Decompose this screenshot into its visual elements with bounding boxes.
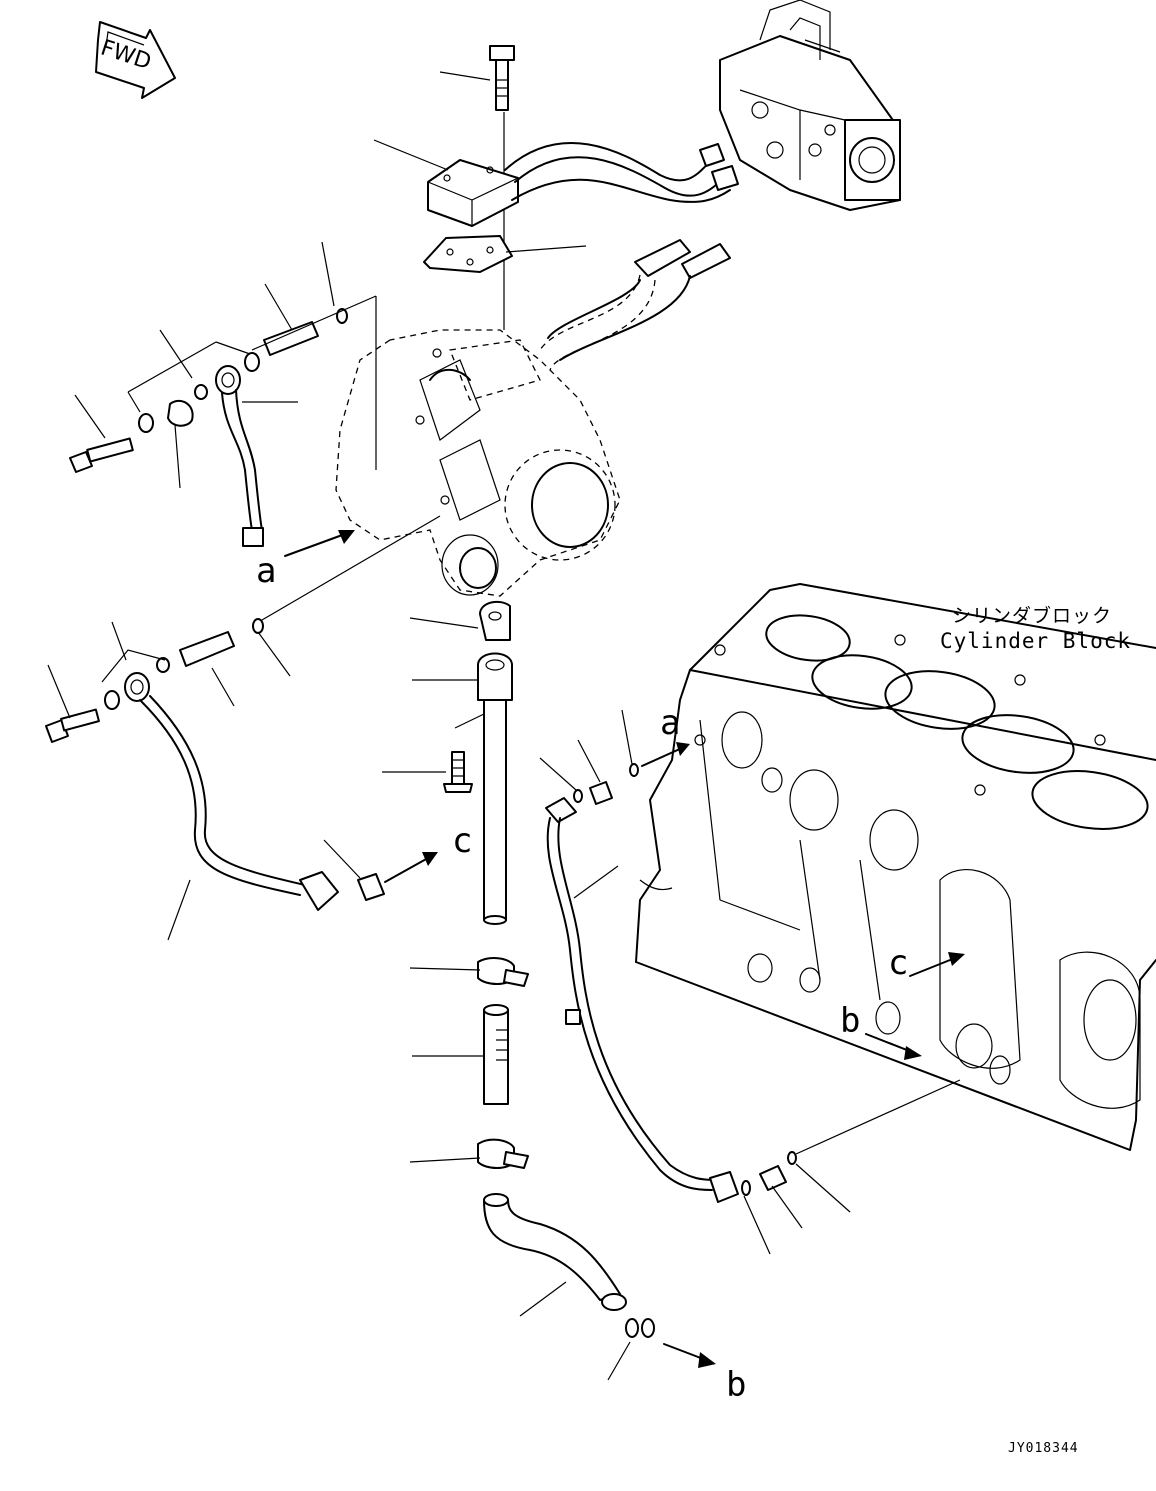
right-oil-tube — [545, 797, 739, 1203]
lower-clamp-hose — [409, 957, 655, 1381]
fwd-label: FWD — [98, 36, 155, 76]
right-fittings-upper — [539, 709, 690, 805]
cylinder-block-label-ja: シリンダブロック — [952, 604, 1112, 627]
fitting-to-c — [323, 839, 438, 901]
marker-b-bottom: b — [726, 1365, 746, 1405]
cylinder-block-label-en: Cylinder Block — [940, 629, 1131, 653]
right-fittings-lower — [741, 1079, 961, 1255]
arrow-b-bottom — [663, 1343, 716, 1368]
marker-b-right: b — [840, 1001, 860, 1041]
marker-a-left: a — [256, 551, 276, 591]
sensor-harness — [539, 239, 731, 371]
engine-front-housing — [335, 329, 621, 597]
drawing-code: JY018344 — [1008, 1441, 1079, 1456]
leader-lines-top — [373, 71, 587, 253]
marker-c-right: c — [888, 943, 908, 983]
center-tube-stack — [382, 600, 513, 925]
gasket — [423, 235, 513, 273]
arrow-a-left — [284, 530, 355, 557]
arrow-b-right — [865, 1033, 922, 1060]
marker-c-center: c — [452, 821, 472, 861]
upper-banjo-assembly — [69, 241, 377, 547]
cylinder-block — [635, 583, 1156, 1151]
pilot-hoses — [504, 142, 739, 203]
top-bolt — [489, 45, 515, 330]
lower-banjo-assembly — [45, 515, 441, 941]
hydraulic-pump — [719, 0, 901, 211]
fwd-arrow-badge: FWD — [95, 21, 176, 99]
arrow-c-right — [909, 952, 965, 977]
valve-block — [427, 159, 519, 227]
